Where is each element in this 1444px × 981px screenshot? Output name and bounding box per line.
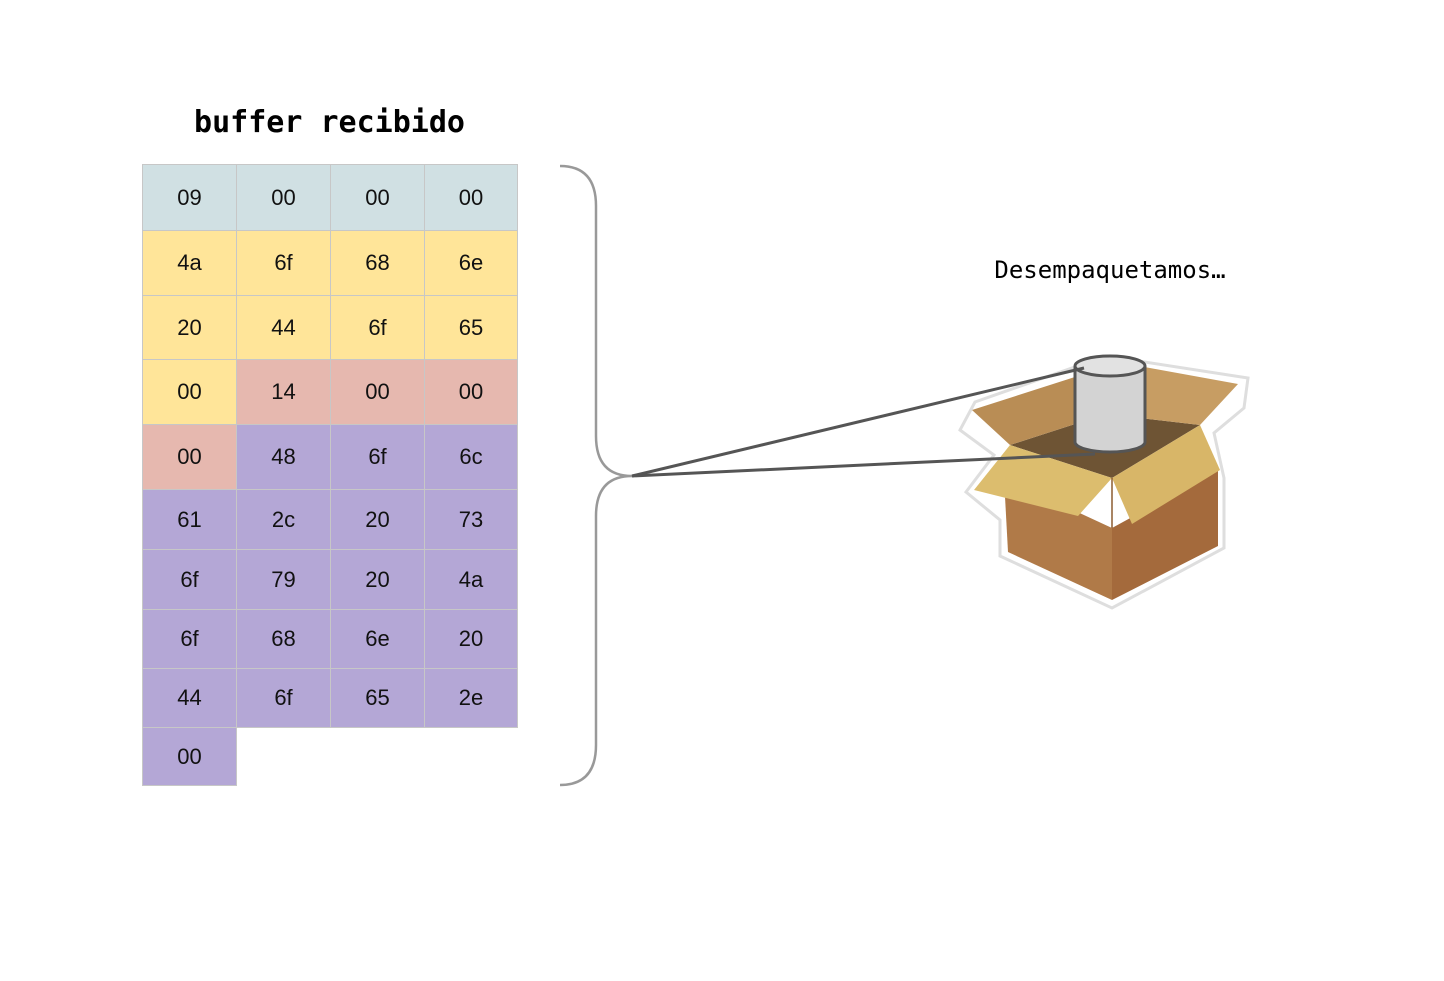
cylinder-icon bbox=[1073, 354, 1147, 454]
byte-cell: 00 bbox=[142, 424, 237, 490]
byte-cell: 2e bbox=[424, 668, 518, 728]
byte-cell: 00 bbox=[142, 727, 237, 786]
byte-cell: 6f bbox=[236, 668, 331, 728]
byte-cell: 44 bbox=[142, 668, 237, 728]
byte-cell: 6f bbox=[330, 424, 425, 490]
byte-cell: 4a bbox=[142, 230, 237, 296]
byte-cell: 6f bbox=[142, 549, 237, 610]
byte-cell: 6f bbox=[330, 295, 425, 360]
byte-cell: 00 bbox=[330, 164, 425, 231]
byte-cell: 6f bbox=[236, 230, 331, 296]
byte-cell: 73 bbox=[424, 489, 518, 550]
byte-cell: 68 bbox=[236, 609, 331, 669]
unpack-label: Desempaquetamos… bbox=[994, 256, 1226, 284]
curly-brace bbox=[559, 164, 633, 787]
byte-cell: 6e bbox=[424, 230, 518, 296]
byte-cell: 65 bbox=[424, 295, 518, 360]
open-box-icon bbox=[958, 354, 1250, 610]
connector-line-top bbox=[631, 366, 1085, 478]
byte-cell: 68 bbox=[330, 230, 425, 296]
byte-cell: 6f bbox=[142, 609, 237, 669]
byte-cell: 20 bbox=[330, 549, 425, 610]
byte-cell: 00 bbox=[424, 359, 518, 425]
byte-cell: 09 bbox=[142, 164, 237, 231]
byte-cell: 00 bbox=[330, 359, 425, 425]
byte-cell: 14 bbox=[236, 359, 331, 425]
byte-cell: 44 bbox=[236, 295, 331, 360]
byte-cell: 48 bbox=[236, 424, 331, 490]
byte-cell: 65 bbox=[330, 668, 425, 728]
buffer-title: buffer recibido bbox=[194, 105, 465, 140]
byte-cell: 20 bbox=[424, 609, 518, 669]
byte-cell: 2c bbox=[236, 489, 331, 550]
byte-cell: 6e bbox=[330, 609, 425, 669]
connector-line-bottom bbox=[631, 452, 1096, 478]
